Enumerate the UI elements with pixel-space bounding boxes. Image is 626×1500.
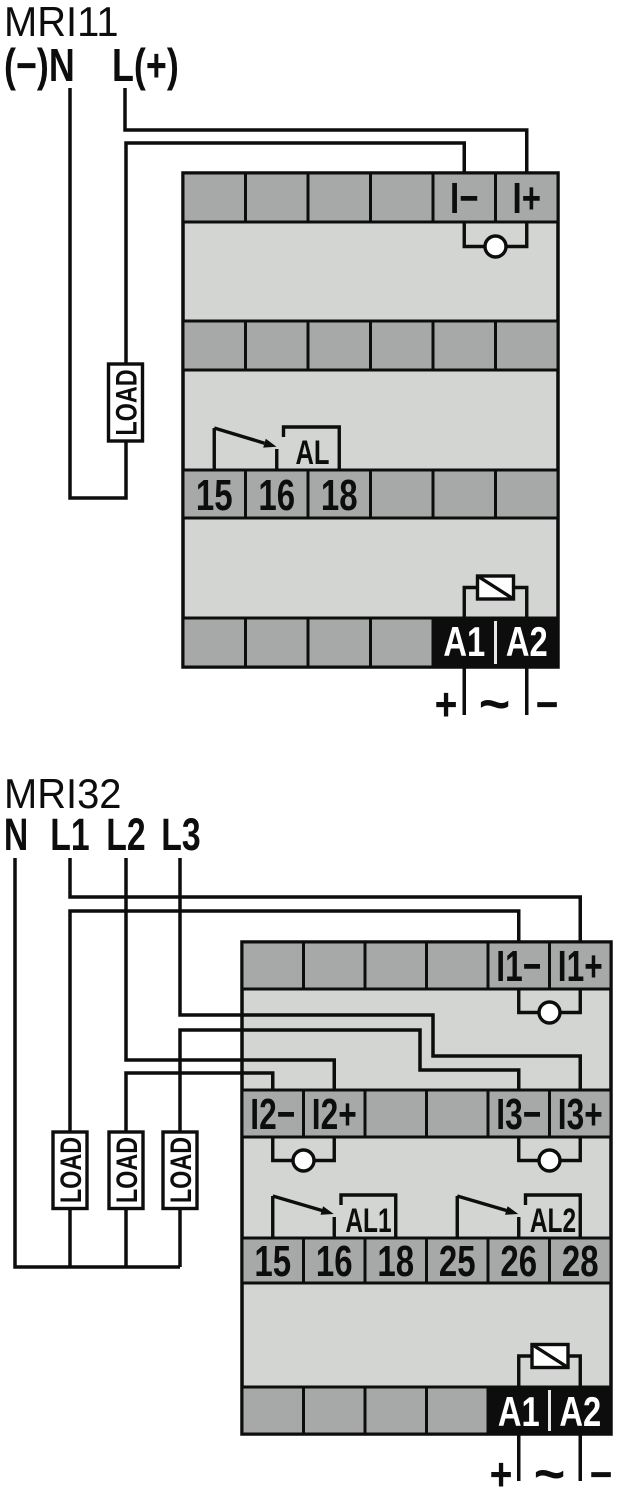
terminal-label-i1-plus: I1+ — [558, 942, 603, 991]
terminal-label-15: 15 — [196, 472, 233, 521]
wire-l1-to-i1-plus — [68, 858, 582, 942]
relay-label-al2: AL2 — [530, 1202, 576, 1240]
terminal-row-2-mri11 — [181, 319, 560, 372]
load-box — [107, 1130, 145, 1211]
terminal-label-18: 18 — [321, 472, 358, 521]
wire-i1-minus-to-load1 — [68, 909, 521, 1132]
wire-l2-to-i2-plus — [124, 858, 336, 1090]
load-box — [161, 1130, 199, 1211]
relay-contact-icon-al: AL — [212, 425, 341, 472]
terminal-label-i2-plus: I2+ — [312, 1090, 357, 1139]
supply-label-l1: L1 — [50, 810, 89, 860]
wire-i-minus-to-load — [124, 141, 466, 364]
load-1-mri32: LOAD — [51, 1130, 89, 1211]
terminal-row-2-mri32: I2− I2+ I3− I3+ — [240, 1088, 613, 1139]
current-sensor-icon-i2 — [271, 1137, 336, 1173]
load-label: LOAD — [54, 1137, 87, 1203]
wire-neutral-bus — [13, 858, 180, 1269]
load-2-mri32: LOAD — [107, 1130, 145, 1211]
terminal-label-i2-minus: I2− — [250, 1090, 295, 1139]
terminal-label-a2: A2 — [559, 1388, 601, 1435]
current-sensor-icon-i3 — [517, 1137, 582, 1173]
diagram-mri32: MRI32 N L1 L2 L3 I1− I1+ I2− I2+ I3− — [4, 770, 613, 1500]
diagram-title-mri11: MRI11 — [4, 0, 119, 45]
terminal-label-26: 26 — [500, 1238, 537, 1287]
terminal-label-16: 16 — [258, 472, 295, 521]
diagram-mri11: MRI11 (−)N L(+) I− I+ — [4, 0, 560, 734]
load-label: LOAD — [110, 1137, 143, 1203]
load-3-mri32: LOAD — [161, 1130, 199, 1211]
supply-label-l2: L2 — [106, 810, 145, 860]
terminal-row-4-mri11: A1 A2 — [181, 616, 560, 669]
polarity-ac-label: ~ — [479, 674, 511, 734]
load-label: LOAD — [110, 369, 143, 435]
polarity-plus-label: + — [435, 679, 458, 731]
terminal-label-a1: A1 — [443, 618, 485, 665]
terminal-label-28: 28 — [562, 1238, 599, 1287]
supply-label-neutral: (−)N — [4, 40, 75, 91]
load-mri11: LOAD — [106, 362, 145, 443]
wire-l3-to-i3-plus — [178, 858, 582, 1090]
wire-i2-minus-to-load2 — [124, 1071, 275, 1132]
current-sensor-icon-mri11 — [462, 222, 529, 259]
relay-label-al: AL — [296, 435, 330, 472]
terminal-label-i-minus: I− — [450, 175, 478, 224]
terminal-row-4-mri32: A1 A2 — [240, 1385, 613, 1436]
terminal-row-3-mri32: 15 16 18 25 26 28 — [240, 1236, 613, 1287]
wire-i3-minus-to-load3 — [178, 1028, 521, 1132]
load-label: LOAD — [164, 1137, 197, 1203]
terminal-label-18: 18 — [377, 1238, 414, 1287]
terminal-label-16: 16 — [316, 1238, 353, 1287]
diagram-title-mri32: MRI32 — [4, 770, 121, 817]
terminal-label-i-plus: I+ — [513, 175, 541, 224]
relay-label-al1: AL1 — [345, 1202, 391, 1240]
polarity-plus-label: + — [490, 1449, 513, 1500]
supply-label-l3: L3 — [161, 810, 200, 860]
terminal-label-15: 15 — [254, 1238, 291, 1287]
supply-label-line: L(+) — [112, 40, 179, 91]
wire-line-to-i-plus — [123, 88, 529, 173]
terminal-label-a2: A2 — [506, 618, 548, 665]
load-box — [106, 362, 145, 443]
relay-contact-icon-al2: AL2 — [455, 1193, 582, 1240]
load-box — [51, 1130, 89, 1211]
terminal-label-i3-minus: I3− — [496, 1090, 541, 1139]
relay-coil-icon-mri32 — [517, 1342, 582, 1387]
terminal-row-3-mri11: 15 16 18 — [181, 468, 560, 521]
polarity-ac-label: ~ — [534, 1444, 566, 1500]
terminal-label-a1: A1 — [498, 1388, 540, 1435]
relay-coil-icon-mri11 — [462, 574, 529, 618]
terminal-row-1-mri11: I− I+ — [181, 171, 560, 224]
current-sensor-icon-i1 — [517, 989, 582, 1025]
supply-label-n: N — [4, 810, 28, 860]
terminal-row-1-mri32: I1− I1+ — [240, 940, 613, 991]
terminal-label-25: 25 — [439, 1238, 476, 1287]
terminal-label-i1-minus: I1− — [496, 942, 541, 991]
terminal-label-i3-plus: I3+ — [558, 1090, 603, 1139]
relay-contact-icon-al1: AL1 — [271, 1193, 398, 1240]
wire-neutral-mri11 — [68, 88, 128, 500]
polarity-minus-label: − — [536, 679, 559, 731]
polarity-minus-label: − — [590, 1449, 613, 1500]
